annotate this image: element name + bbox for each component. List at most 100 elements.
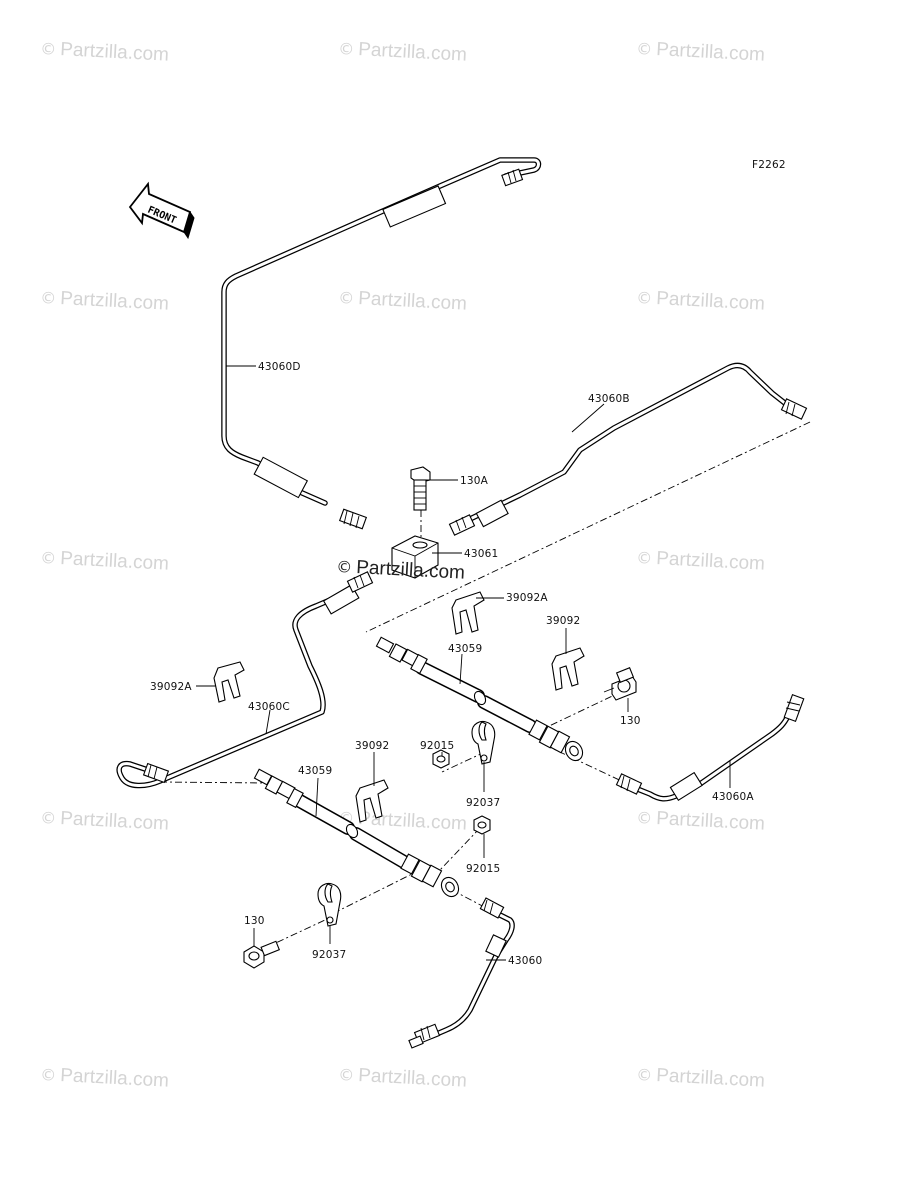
watermark-r5c1: © Partzilla.com (40, 1065, 170, 1092)
watermark-symbol: © (40, 288, 57, 308)
watermark-symbol: © (40, 1065, 57, 1085)
label-39092A-right[interactable]: 39092A (506, 592, 548, 604)
brake-line-43060B (448, 362, 808, 536)
label-43059-right[interactable]: 43059 (448, 643, 482, 655)
watermark-text: Partzilla.com (60, 548, 170, 575)
watermark-text: Partzilla.com (358, 288, 468, 315)
watermark-r3c1: © Partzilla.com (40, 548, 170, 575)
label-92037-upper[interactable]: 92037 (466, 797, 500, 809)
watermark-r1c3: © Partzilla.com (636, 39, 766, 66)
fitting-43060B-right (780, 398, 808, 420)
watermark-r4c3: © Partzilla.com (636, 808, 766, 835)
label-43059-left[interactable]: 43059 (298, 765, 332, 777)
nut-92015-upper (432, 749, 450, 769)
clip-39092A-left (213, 661, 245, 703)
brake-line-43060A (615, 693, 805, 802)
pipe-43060-inner (430, 910, 514, 1038)
joint-43061 (391, 535, 439, 579)
watermark-symbol: © (636, 548, 653, 568)
pipe-43060B-sleeve (475, 499, 509, 528)
label-39092-center[interactable]: 39092 (355, 740, 389, 752)
watermark-text: Partzilla.com (60, 1065, 170, 1092)
reference-lines (159, 421, 811, 956)
watermark-r5c2: © Partzilla.com (338, 1065, 468, 1092)
fitting-43060D-bottom (338, 508, 368, 530)
fitting-43060D-top (501, 168, 524, 187)
watermark-r2c1: © Partzilla.com (40, 288, 170, 315)
label-39092-right[interactable]: 39092 (546, 615, 580, 627)
figure-code: F2262 (752, 159, 786, 171)
label-43060A[interactable]: 43060A (712, 791, 754, 803)
label-43061[interactable]: 43061 (464, 548, 498, 560)
label-92015-lower[interactable]: 92015 (466, 863, 500, 875)
pipe-43060-outer (429, 909, 515, 1039)
ref-line-130-left (249, 919, 326, 956)
bolt-130-right (603, 667, 637, 701)
hose-43059-right-end-right (528, 719, 584, 762)
front-direction-arrow: FRONT (128, 181, 195, 240)
fitting-43060C-top (346, 571, 374, 593)
watermark-symbol: © (40, 548, 57, 568)
bolt-130-left (243, 940, 281, 969)
watermark-text: Partzilla.com (60, 808, 170, 835)
watermark-symbol: © (636, 288, 653, 308)
brake-line-43060 (408, 897, 515, 1049)
pipe-43060B-inner (466, 363, 788, 522)
clip-39092A-right (451, 591, 485, 635)
label-43060[interactable]: 43060 (508, 955, 542, 967)
pipe-43060A-inner (628, 704, 796, 801)
watermark-grid: © Partzilla.com © Partzilla.com © Partzi… (40, 39, 766, 1092)
watermark-r1c2: © Partzilla.com (338, 39, 468, 66)
label-130-left[interactable]: 130 (244, 915, 265, 927)
watermark-symbol: © (636, 39, 653, 59)
label-130-right[interactable]: 130 (620, 715, 641, 727)
pipe-43060A-sleeve (669, 771, 703, 801)
label-39092A-left[interactable]: 39092A (150, 681, 192, 693)
watermark-symbol: © (40, 808, 57, 828)
ref-line-43060C-to-43059-left (159, 781, 269, 784)
watermark-r4c1: © Partzilla.com (40, 808, 170, 835)
callout-labels: 43060D 43060B 130A 43061 39092A 39092 43… (150, 361, 754, 967)
ref-line-43059-left-clip (329, 869, 421, 916)
fitting-43060-top (479, 897, 505, 919)
label-43060C[interactable]: 43060C (248, 701, 290, 713)
ref-line-92015-lower (439, 827, 481, 871)
hose-43059-left-end-left (253, 768, 304, 809)
fitting-43060A-left (615, 773, 643, 795)
pipe-43060D-upper-sleeve (382, 185, 447, 228)
pipe-43060C-inner (117, 578, 367, 787)
label-130A[interactable]: 130A (460, 475, 489, 487)
label-92037-lower[interactable]: 92037 (312, 949, 346, 961)
ref-line-right-diagonal (365, 421, 811, 633)
label-43060D[interactable]: 43060D (258, 361, 301, 373)
brake-hose-43059-left (253, 768, 460, 898)
nut-92015-lower (473, 815, 491, 835)
watermark-r3c3: © Partzilla.com (636, 548, 766, 575)
watermark-symbol: © (40, 39, 57, 59)
watermark-text: Partzilla.com (656, 548, 766, 575)
pipe-43060-sleeve (485, 934, 507, 958)
watermark-symbol: © (338, 288, 355, 308)
watermark-symbol: © (338, 39, 355, 59)
pipe-43060A-outer (627, 703, 797, 802)
brake-hose-43059-right (375, 636, 584, 762)
leader-lines (196, 365, 731, 961)
watermark-text: Partzilla.com (358, 1065, 468, 1092)
watermark-text: Partzilla.com (656, 808, 766, 835)
bolt-130A (410, 466, 431, 511)
watermark-symbol: © (636, 808, 653, 828)
watermark-text: Partzilla.com (60, 39, 170, 66)
clip-39092-center (355, 779, 389, 823)
watermark-r2c2: © Partzilla.com (338, 288, 468, 315)
watermark-r1c1: © Partzilla.com (40, 39, 170, 66)
label-92015-upper[interactable]: 92015 (420, 740, 454, 752)
watermark-text: Partzilla.com (358, 39, 468, 66)
label-43060B[interactable]: 43060B (588, 393, 630, 405)
fitting-43060-bottom (408, 1023, 441, 1049)
hose-43059-right-end-left (375, 636, 428, 675)
watermark-text: Partzilla.com (60, 288, 170, 315)
watermark-text: Partzilla.com (656, 288, 766, 315)
pipe-43060D-inner (222, 158, 540, 505)
pipe-43060D-lower-sleeve (253, 456, 309, 499)
watermark-r2c3: © Partzilla.com (636, 288, 766, 315)
